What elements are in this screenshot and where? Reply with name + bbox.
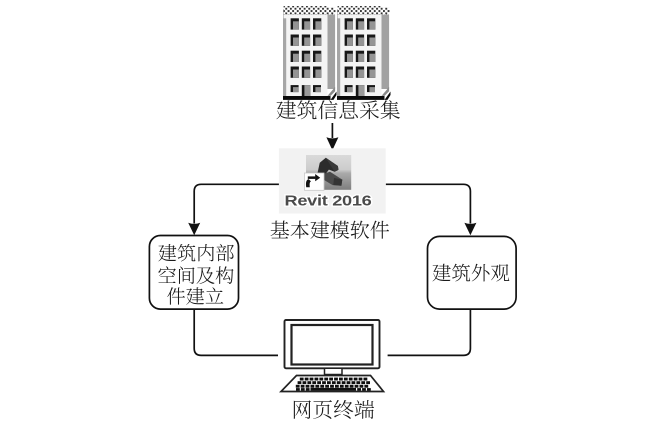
svg-text:Revit 2016: Revit 2016 xyxy=(285,192,372,209)
